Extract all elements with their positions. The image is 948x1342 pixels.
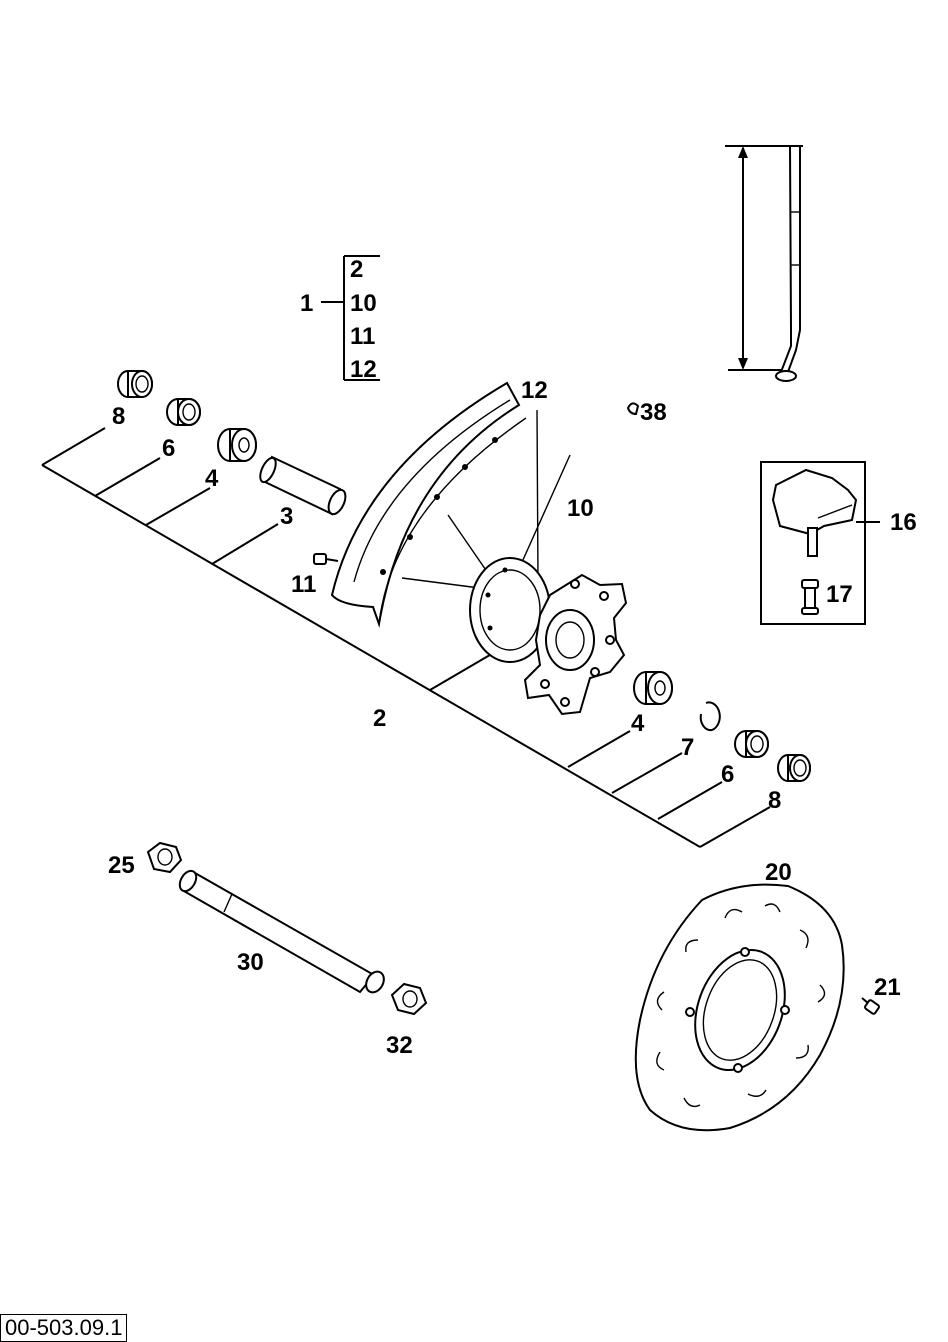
callout-38: 38 bbox=[640, 399, 667, 426]
drawing-reference-code: 00-503.09.1 bbox=[0, 1314, 128, 1342]
callout-32: 32 bbox=[386, 1032, 413, 1059]
callout-3: 3 bbox=[280, 503, 293, 530]
brake-disc-20 bbox=[634, 883, 845, 1132]
callout-30: 30 bbox=[237, 949, 264, 976]
bearing-4-left bbox=[217, 428, 257, 462]
callout-16: 16 bbox=[890, 509, 917, 536]
callout-10: 10 bbox=[567, 495, 594, 522]
group-member-2: 2 bbox=[350, 256, 363, 283]
detail-box-16-17 bbox=[760, 461, 880, 625]
valve-cap-38 bbox=[626, 402, 640, 416]
hub-2 bbox=[469, 557, 628, 716]
group-label: 1 bbox=[300, 290, 313, 317]
group-member-10: 10 bbox=[350, 290, 377, 317]
circlip-7 bbox=[699, 701, 721, 732]
group-member-11: 11 bbox=[350, 323, 375, 350]
spoke-dimension bbox=[725, 145, 803, 382]
callout-6-left: 6 bbox=[162, 435, 175, 462]
callout-4-left: 4 bbox=[205, 465, 219, 492]
callout-6-right: 6 bbox=[721, 761, 734, 788]
callout-8-left: 8 bbox=[112, 403, 125, 430]
callout-labels: 8 6 4 3 11 12 10 38 16 17 2 4 7 6 8 25 3… bbox=[108, 377, 917, 1059]
callout-12: 12 bbox=[521, 377, 548, 404]
callout-20: 20 bbox=[765, 859, 792, 886]
callout-4-right: 4 bbox=[631, 710, 645, 737]
bearing-4-right bbox=[633, 671, 673, 705]
seal-6-left bbox=[166, 398, 201, 426]
group-bracket: 1 2 10 11 12 bbox=[300, 255, 380, 383]
callout-8-right: 8 bbox=[768, 787, 781, 814]
callout-25: 25 bbox=[108, 852, 135, 879]
axle-nut-25 bbox=[146, 841, 183, 874]
assembly-axis bbox=[41, 427, 771, 848]
callout-21: 21 bbox=[874, 974, 901, 1001]
callout-11: 11 bbox=[291, 571, 316, 598]
spacer-tube-3 bbox=[259, 455, 347, 516]
callout-2: 2 bbox=[373, 705, 386, 732]
spacer-8-right bbox=[777, 754, 811, 782]
spoke-screw-11 bbox=[313, 553, 339, 565]
spacer-8-left bbox=[117, 370, 153, 398]
axle-30 bbox=[178, 869, 385, 994]
callout-7: 7 bbox=[681, 734, 694, 761]
callout-17: 17 bbox=[826, 581, 853, 608]
disc-screw-21 bbox=[861, 997, 880, 1015]
axle-nut-32 bbox=[390, 982, 428, 1016]
seal-6-right bbox=[734, 730, 769, 758]
group-member-12: 12 bbox=[350, 356, 377, 383]
